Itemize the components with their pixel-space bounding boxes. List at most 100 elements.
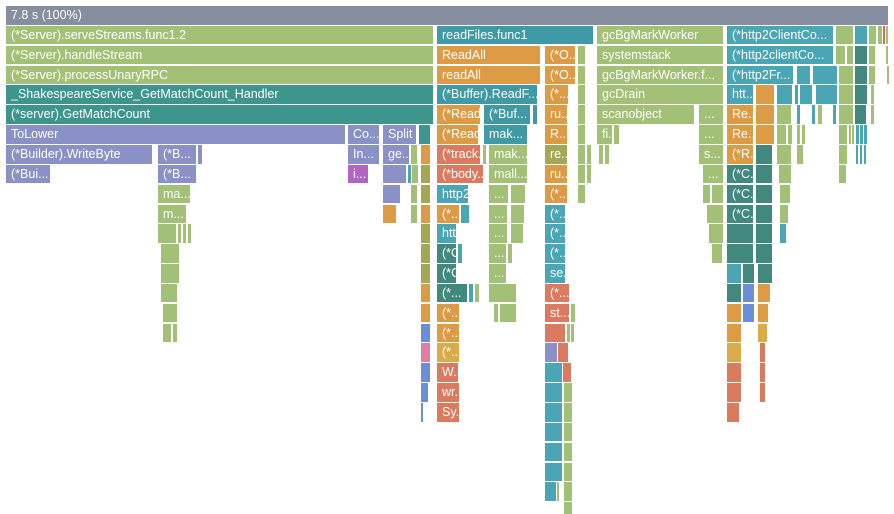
flame-bar[interactable]: systemstack (597, 45, 723, 65)
flame-bar[interactable] (558, 343, 568, 363)
flame-bar[interactable]: ru... (545, 105, 567, 124)
flame-bar[interactable] (178, 224, 181, 243)
flame-bar[interactable]: (*... (545, 224, 565, 243)
flame-bar[interactable] (408, 164, 411, 184)
flame-bar[interactable] (797, 105, 800, 124)
flame-bar[interactable]: s... (699, 144, 723, 164)
flame-bar[interactable] (564, 442, 572, 462)
flame-bar[interactable]: gcBgMarkWorker (597, 25, 723, 45)
flame-bar[interactable]: i... (348, 164, 368, 184)
flame-bar[interactable] (777, 85, 792, 104)
flame-bar[interactable] (727, 383, 741, 402)
flame-bar[interactable] (563, 363, 571, 382)
flame-bar[interactable]: (*http2Fr... (727, 65, 793, 85)
flame-bar[interactable] (864, 144, 866, 164)
flame-bar[interactable] (756, 224, 772, 243)
flame-bar[interactable] (780, 184, 790, 204)
flame-bar[interactable] (421, 403, 423, 422)
flame-bar[interactable] (511, 224, 523, 243)
flame-bar[interactable] (545, 323, 565, 343)
flame-bar[interactable] (860, 144, 862, 164)
flame-bar[interactable]: (*... (437, 283, 467, 303)
flame-bar[interactable] (797, 144, 803, 164)
flame-bar[interactable]: (*R... (727, 144, 753, 164)
flame-bar[interactable]: ... (489, 204, 507, 224)
flame-root-bar[interactable]: 7.8 s (100%) (6, 6, 888, 25)
flame-bar[interactable] (494, 303, 498, 323)
flame-bar[interactable] (703, 184, 710, 204)
flame-bar[interactable]: ... (489, 224, 507, 243)
flame-bar[interactable] (833, 105, 836, 124)
flame-bar[interactable] (802, 125, 805, 144)
flame-bar[interactable]: http2t... (437, 184, 468, 204)
flame-bar[interactable] (756, 184, 772, 204)
flame-bar[interactable] (743, 283, 754, 303)
flame-bar[interactable]: R... (545, 125, 567, 144)
flame-bar[interactable] (818, 105, 822, 124)
flame-bar[interactable] (411, 184, 417, 204)
flame-bar[interactable] (839, 105, 853, 124)
flame-bar[interactable] (564, 502, 572, 514)
flame-bar[interactable] (871, 85, 874, 104)
flame-bar[interactable] (564, 403, 572, 422)
flame-bar[interactable] (855, 45, 867, 65)
flame-bar[interactable] (421, 343, 430, 363)
flame-bar[interactable] (161, 283, 177, 303)
flame-bar[interactable] (727, 343, 741, 363)
flame-bar[interactable] (511, 204, 524, 224)
flame-bar[interactable] (173, 323, 177, 343)
flame-bar[interactable] (158, 224, 176, 243)
flame-bar[interactable] (869, 25, 876, 45)
flame-bar[interactable] (727, 264, 741, 283)
flame-bar[interactable] (578, 184, 585, 204)
flame-bar[interactable] (587, 144, 591, 164)
flame-bar[interactable] (163, 303, 177, 323)
flame-bar[interactable] (500, 303, 516, 323)
flame-bar[interactable]: (*O... (545, 65, 575, 85)
flame-bar[interactable] (856, 144, 858, 164)
flame-bar[interactable] (812, 105, 815, 124)
flame-bar[interactable]: (*... (545, 244, 565, 263)
flame-bar[interactable] (564, 383, 572, 402)
flame-bar[interactable]: Sy... (437, 403, 459, 422)
flame-bar[interactable]: wr... (437, 383, 459, 402)
flame-bar[interactable] (614, 125, 619, 144)
flame-bar[interactable] (758, 264, 772, 283)
flame-bar[interactable]: (*... (437, 303, 459, 323)
flame-bar[interactable] (855, 105, 866, 124)
flame-bar[interactable]: (*O... (545, 45, 575, 65)
flame-bar[interactable] (419, 125, 430, 144)
flame-bar[interactable] (756, 85, 774, 104)
flame-bar[interactable] (163, 323, 171, 343)
flame-bar[interactable]: (*C... (727, 184, 753, 204)
flame-bar[interactable]: (*C... (727, 204, 753, 224)
flame-bar[interactable] (780, 224, 786, 243)
flame-bar[interactable] (707, 204, 723, 224)
flame-bar[interactable] (458, 244, 462, 263)
flame-bar[interactable]: (*server).GetMatchCount (6, 105, 433, 124)
flame-bar[interactable] (795, 85, 798, 104)
flame-bar[interactable] (383, 164, 406, 184)
flame-bar[interactable] (797, 125, 800, 144)
flame-bar[interactable] (878, 25, 882, 45)
flame-bar[interactable] (421, 204, 430, 224)
flame-bar[interactable]: gcBgMarkWorker.f... (597, 65, 723, 85)
flame-bar[interactable] (883, 25, 885, 45)
flame-bar[interactable] (727, 283, 741, 303)
flame-bar[interactable] (161, 244, 179, 263)
flame-bar[interactable] (780, 204, 788, 224)
flame-bar[interactable] (756, 244, 772, 263)
flame-bar[interactable] (383, 184, 400, 204)
flame-bar[interactable] (508, 244, 512, 263)
flame-bar[interactable]: (*Server).processUnaryRPC (6, 65, 433, 85)
flame-bar[interactable]: ToLower (6, 125, 345, 144)
flame-bar[interactable]: st... (545, 303, 569, 323)
flame-bar[interactable]: (*track... (437, 144, 480, 164)
flame-bar[interactable] (421, 303, 430, 323)
flame-bar[interactable] (545, 403, 562, 422)
flame-bar[interactable] (421, 264, 430, 283)
flame-bar[interactable] (779, 164, 791, 184)
flame-bar[interactable]: (*... (437, 323, 459, 343)
flame-bar[interactable] (545, 383, 562, 402)
flame-bar[interactable] (578, 164, 585, 184)
